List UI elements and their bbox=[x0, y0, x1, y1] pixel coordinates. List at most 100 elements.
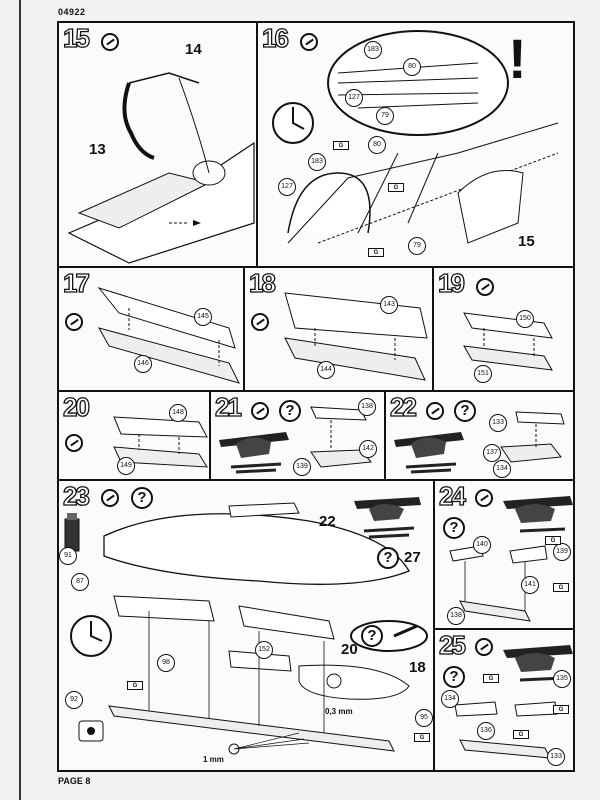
glue-marker: G bbox=[368, 248, 384, 257]
binding-margin-line bbox=[19, 0, 21, 800]
step-15-drawing bbox=[67, 72, 255, 264]
glue-icon bbox=[251, 313, 269, 331]
part-callout: 134 bbox=[441, 690, 459, 708]
step-18-drawing bbox=[284, 292, 428, 381]
part-callout: 144 bbox=[317, 361, 335, 379]
help-icon: ? bbox=[377, 547, 399, 569]
part-callout: 135 bbox=[553, 670, 571, 688]
step-19-drawing bbox=[463, 312, 553, 371]
step-number: 25 bbox=[438, 630, 466, 661]
part-callout: 80 bbox=[403, 58, 421, 76]
glue-icon bbox=[475, 489, 493, 507]
step-21-drawing bbox=[219, 406, 372, 474]
glue-marker: G bbox=[545, 536, 561, 545]
part-callout: 92 bbox=[65, 691, 83, 709]
glue-marker: G bbox=[127, 681, 143, 690]
step-number: 20 bbox=[62, 392, 90, 423]
part-callout: 127 bbox=[345, 89, 363, 107]
part-callout: 80 bbox=[368, 136, 386, 154]
part-callout: 127 bbox=[278, 178, 296, 196]
glue-icon bbox=[476, 278, 494, 296]
step-number: 15 bbox=[62, 23, 90, 54]
page-number: PAGE 8 bbox=[58, 776, 91, 786]
glue-icon bbox=[475, 638, 493, 656]
step-number: 18 bbox=[248, 268, 276, 299]
glue-marker: G bbox=[388, 183, 404, 192]
part-callout: 79 bbox=[408, 237, 426, 255]
part-callout: 136 bbox=[477, 722, 495, 740]
step-19-panel: 19 150 151 bbox=[432, 266, 575, 392]
step-number: 24 bbox=[438, 481, 466, 512]
help-icon: ? bbox=[361, 625, 383, 647]
part-callout-22: 22 bbox=[319, 513, 336, 530]
part-callout: 91 bbox=[59, 547, 77, 565]
part-callout: 95 bbox=[415, 709, 433, 727]
step-number: 19 bbox=[437, 268, 465, 299]
kit-code: 04922 bbox=[58, 7, 86, 17]
step-23-panel: 23 ? 91 87 98 152 92 95 G G 22 ? 27 ? 20… bbox=[57, 479, 435, 772]
glue-marker: G bbox=[553, 705, 569, 714]
help-icon: ? bbox=[443, 517, 465, 539]
glue-icon bbox=[101, 33, 119, 51]
part-callout: 183 bbox=[308, 153, 326, 171]
part-callout: 150 bbox=[516, 310, 534, 328]
part-callout: 87 bbox=[71, 573, 89, 591]
part-callout: 141 bbox=[521, 576, 539, 594]
glue-marker: G bbox=[553, 583, 569, 592]
part-callout: 149 bbox=[117, 457, 135, 475]
part-callout-14: 14 bbox=[185, 41, 202, 58]
step-number: 22 bbox=[389, 392, 417, 423]
part-callout: 137 bbox=[483, 444, 501, 462]
part-callout: 138 bbox=[447, 607, 465, 625]
step-number: 17 bbox=[62, 268, 90, 299]
part-callout: 143 bbox=[380, 296, 398, 314]
step-15-panel: 15 14 13 bbox=[57, 21, 258, 268]
part-callout-13: 13 bbox=[89, 141, 106, 158]
part-callout: 134 bbox=[493, 460, 511, 478]
glue-marker: G bbox=[513, 730, 529, 739]
step-number: 23 bbox=[62, 481, 90, 512]
part-callout: 146 bbox=[134, 355, 152, 373]
part-callout: 148 bbox=[169, 404, 187, 422]
warning-mark: ! bbox=[508, 27, 527, 90]
part-callout: 139 bbox=[553, 543, 571, 561]
help-icon: ? bbox=[443, 666, 465, 688]
part-callout: 139 bbox=[293, 458, 311, 476]
glue-marker: G bbox=[414, 733, 430, 742]
step-22-drawing bbox=[394, 411, 565, 474]
part-callout: 133 bbox=[489, 414, 507, 432]
part-callout: 98 bbox=[157, 654, 175, 672]
step-number: 16 bbox=[261, 23, 289, 54]
step-21-panel: 21 ? 138 142 139 bbox=[209, 390, 386, 481]
part-callout: 183 bbox=[364, 41, 382, 59]
step-22-panel: 22 ? 133 137 134 bbox=[384, 390, 575, 481]
glue-icon bbox=[101, 489, 119, 507]
glue-icon bbox=[65, 434, 83, 452]
part-callout: 79 bbox=[376, 107, 394, 125]
help-icon: ? bbox=[131, 487, 153, 509]
part-callout: 151 bbox=[474, 365, 492, 383]
glue-icon bbox=[426, 402, 444, 420]
part-callout-20: 20 bbox=[341, 641, 358, 658]
measurement-label: 0,3 mm bbox=[325, 707, 353, 716]
glue-marker: G bbox=[483, 674, 499, 683]
step-20-drawing bbox=[113, 416, 208, 468]
help-icon: ? bbox=[279, 400, 301, 422]
glue-icon bbox=[300, 33, 318, 51]
help-icon: ? bbox=[454, 400, 476, 422]
step-17-panel: 17 145 146 bbox=[57, 266, 245, 392]
measurement-label: 1 mm bbox=[203, 755, 224, 764]
step-16-panel: 16 183 80 127 79 183 80 127 79 G G G ! 1… bbox=[256, 21, 575, 268]
glue-marker: G bbox=[333, 141, 349, 150]
step-18-panel: 18 143 144 bbox=[243, 266, 434, 392]
step-24-panel: 24 ? 140 139 141 138 G G bbox=[433, 479, 575, 630]
part-callout-15: 15 bbox=[518, 233, 535, 250]
step-25-panel: 25 ? 135 134 136 133 G G G bbox=[433, 628, 575, 772]
part-callout: 145 bbox=[194, 308, 212, 326]
glue-icon bbox=[251, 402, 269, 420]
step-24-drawing bbox=[449, 496, 573, 622]
part-callout: 142 bbox=[359, 440, 377, 458]
step-23-drawing bbox=[64, 497, 428, 755]
step-number: 21 bbox=[214, 392, 242, 423]
part-callout: 152 bbox=[255, 641, 273, 659]
